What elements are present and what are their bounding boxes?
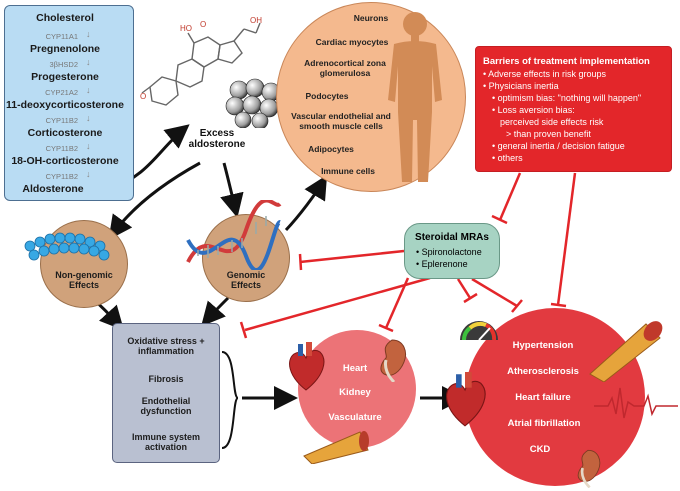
barriers-title: Barriers of treatment implementation <box>483 56 650 67</box>
target-kidney-label: Kidney <box>339 387 371 398</box>
barrier-item: • Loss aversion bias: <box>492 105 575 115</box>
pathophysiology-box <box>112 323 220 463</box>
vessel-icon <box>303 431 369 464</box>
hormone-corticosterone: Corticosterone <box>27 127 103 139</box>
barrier-item: • Physicians inertia <box>483 81 559 91</box>
down-arrow-icon: ↓ <box>86 29 91 39</box>
fibrosis-label: Fibrosis <box>148 374 184 384</box>
organ-label-vascular-cells: Vascular endothelial and smooth muscle c… <box>291 111 391 131</box>
nongenomic-effects-circle <box>40 220 128 308</box>
immune-activation-label: Immune system activation <box>131 432 201 452</box>
barrier-item: • Adverse effects in risk groups <box>483 69 607 79</box>
atherosclerotic-vessel-icon <box>589 321 663 382</box>
enzyme-cyp11b2-1: CYP11B2 <box>45 116 78 125</box>
ecg-wave-icon <box>594 387 678 419</box>
outcome-hypertension-label: Hypertension <box>512 340 574 351</box>
barriers-box <box>475 46 672 172</box>
genomic-effects-label: Genomic Effects <box>226 270 266 290</box>
endothelial-dysfunction-label: Endothelial dysfunction <box>140 396 192 416</box>
enzyme-cyp11b2-2: CYP11B2 <box>45 144 78 153</box>
excess-aldosterone-label: Excess aldosterone <box>188 128 246 150</box>
dna-helix-icon <box>186 200 282 270</box>
svg-text:HO: HO <box>180 24 192 33</box>
oxidative-stress-label: Oxidative stress + inflammation <box>127 336 205 356</box>
mra-drug-eplerenone: • Eplerenone <box>416 259 468 269</box>
barrier-item: • others <box>492 153 523 163</box>
barrier-item: • optimism bias: "nothing will happen" <box>492 93 642 103</box>
molecule-cluster-icon <box>225 78 281 128</box>
outcome-atrial-fibrillation-label: Atrial fibrillation <box>507 418 581 429</box>
down-arrow-icon: ↓ <box>86 169 91 179</box>
organ-label-immune-cells: Immune cells <box>321 166 375 176</box>
arrow-excess-to-genomic <box>220 162 244 218</box>
mra-title: Steroidal MRAs <box>415 232 489 243</box>
kidney-icon <box>577 449 601 488</box>
kidney-icon <box>380 339 406 382</box>
human-body-icon <box>388 12 442 182</box>
organ-label-zona-glomerulosa: Adrenocortical zona glomerulosa <box>304 58 386 78</box>
down-arrow-icon: ↓ <box>86 141 91 151</box>
outcome-atherosclerosis-label: Atherosclerosis <box>507 366 579 377</box>
organ-label-adipocytes: Adipocytes <box>308 144 354 154</box>
bracket <box>221 351 239 449</box>
hormone-pregnenolone: Pregnenolone <box>29 43 100 55</box>
steroidal-mra-box <box>404 223 500 279</box>
hormone-18-oh-corticosterone: 18-OH-corticosterone <box>11 155 119 167</box>
nongenomic-effects-label: Non-genomic Effects <box>55 270 113 290</box>
enzyme-3bhsd2: 3βHSD2 <box>49 60 79 69</box>
outcome-heart-failure-label: Heart failure <box>515 392 571 403</box>
aldosterone-molecule-icon: O HO O OH <box>140 16 262 106</box>
arrow-excess-to-nongenomic <box>108 161 201 240</box>
enzyme-cyp11a1: CYP11A1 <box>45 32 78 41</box>
organ-label-cardiac-myocytes: Cardiac myocytes <box>315 37 389 47</box>
barrier-item: > than proven benefit <box>506 129 591 139</box>
svg-text:OH: OH <box>250 16 262 25</box>
target-heart-label: Heart <box>342 363 368 374</box>
hormone-cholesterol: Cholesterol <box>36 12 94 24</box>
hormone-aldosterone: Aldosterone <box>22 183 84 195</box>
barrier-item: perceived side effects risk <box>500 117 604 127</box>
mra-drug-spironolactone: • Spironolactone <box>416 247 482 257</box>
steroid-pathway-box <box>4 5 134 201</box>
hormone-11-deoxycorticosterone: 11-deoxycorticosterone <box>6 99 124 111</box>
svg-text:O: O <box>200 20 206 29</box>
inhibition-lines <box>239 172 577 339</box>
barrier-item: • general inertia / decision fatigue <box>492 141 625 151</box>
heart-icon <box>289 342 325 391</box>
membrane-receptor-icon <box>24 232 110 261</box>
down-arrow-icon: ↓ <box>86 113 91 123</box>
target-vasculature-label: Vasculature <box>328 412 382 423</box>
svg-text:O: O <box>140 92 146 101</box>
gauge-icon <box>460 321 498 341</box>
down-arrow-icon: ↓ <box>86 85 91 95</box>
arrow-genomic-to-organs <box>284 174 328 232</box>
heart-icon <box>446 372 486 427</box>
arrow-genomic-to-oxid <box>201 296 230 327</box>
enzyme-cyp21a2: CYP21A2 <box>45 88 78 97</box>
hormone-progesterone: Progesterone <box>31 71 99 83</box>
enzyme-cyp11b2-3: CYP11B2 <box>45 172 78 181</box>
down-arrow-icon: ↓ <box>86 57 91 67</box>
organ-label-neurons: Neurons <box>353 13 389 23</box>
outcome-ckd-label: CKD <box>529 444 551 455</box>
target-cells-circle <box>276 2 466 192</box>
organ-label-podocytes: Podocytes <box>305 91 349 101</box>
